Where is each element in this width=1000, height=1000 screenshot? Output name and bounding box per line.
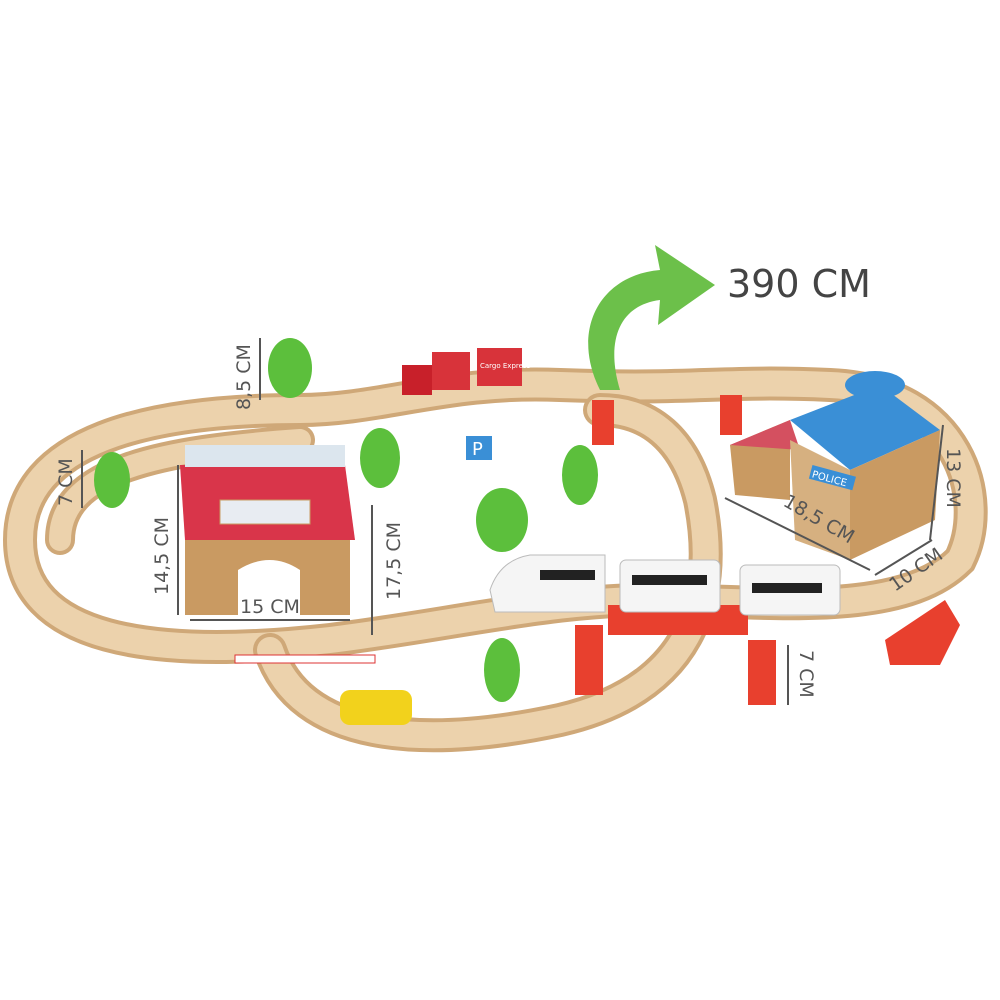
taxi-car: [340, 690, 412, 725]
track-length-label: 390 CM: [727, 262, 871, 306]
dim-tree-height: 8,5 CM: [233, 344, 255, 410]
police-station: POLICE: [730, 371, 940, 560]
cargo-train: Cargo Express: [402, 348, 531, 395]
crossing-barrier: [234, 654, 376, 664]
dim-station-side-height: 17,5 CM: [383, 522, 405, 600]
dimension-arrows: [81, 338, 944, 705]
cargo-label: Cargo Express: [480, 362, 531, 370]
dim-police-height: 13 CM: [942, 448, 964, 508]
dim-small-tree-height: 7 CM: [55, 458, 77, 506]
parking-sign: P: [472, 439, 483, 460]
helicopter-icon: [845, 371, 905, 399]
train-station: [180, 445, 355, 615]
passenger-train: [489, 554, 841, 616]
dim-station-height: 14,5 CM: [151, 517, 173, 595]
green-arrow-icon: [588, 245, 715, 390]
parking-sign-icon: [466, 436, 492, 460]
dim-bridge-height: 7 CM: [795, 650, 817, 698]
dim-station-width: 15 CM: [240, 596, 300, 618]
trees: [94, 338, 598, 702]
